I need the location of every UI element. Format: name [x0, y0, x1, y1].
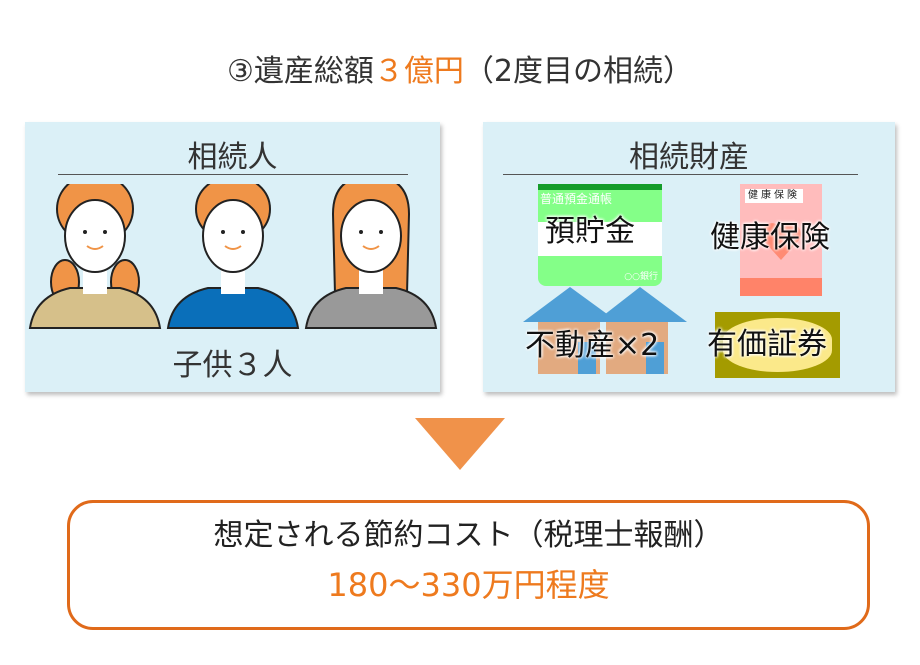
down-arrow-icon — [415, 418, 505, 470]
heart-icon — [761, 223, 801, 260]
divider — [503, 174, 858, 175]
heirs-title: 相続人 — [187, 140, 278, 175]
result-value: 180〜330万円程度 — [327, 566, 610, 604]
bankbook-bank: ○○銀行 — [624, 272, 658, 282]
assets-panel: 相続財産 普通預金通帳 ○○銀行 預貯金 健康保険 健康保険 不動産×2 有価証… — [483, 122, 895, 392]
asset-savings: 預貯金 — [545, 214, 635, 249]
child-girl-pigtails-icon — [28, 184, 162, 329]
houses-icon — [523, 287, 687, 374]
title-suffix: （2度目の相続） — [463, 54, 693, 89]
title-prefix: ③遺産総額 — [227, 54, 374, 89]
assets-title: 相続財産 — [629, 140, 749, 175]
child-boy-icon — [166, 184, 300, 329]
securities-certificate-icon — [715, 312, 840, 378]
asset-securities: 有価証券 — [707, 327, 827, 362]
result-label: 想定される節約コスト（税理士報酬） — [213, 518, 724, 553]
heirs-caption: 子供３人 — [172, 348, 293, 383]
insurance-header: 健康保険 — [745, 189, 803, 203]
heirs-panel: 相続人 子供３人 — [25, 122, 440, 392]
bankbook-header: 普通預金通帳 — [540, 192, 613, 206]
child-girl-longhair-icon — [304, 184, 438, 329]
asset-health-insurance: 健康保険 — [710, 220, 830, 255]
title-amount: ３億円 — [373, 54, 464, 89]
asset-real-estate: 不動産×2 — [525, 328, 660, 363]
divider — [58, 174, 408, 175]
bankbook-icon: 普通預金通帳 ○○銀行 — [538, 184, 662, 286]
page-title: ③遺産総額３億円（2度目の相続） — [0, 46, 920, 90]
result-box: 想定される節約コスト（税理士報酬） 180〜330万円程度 — [67, 500, 870, 630]
children-illustration — [28, 184, 438, 329]
insurance-card-icon: 健康保険 — [740, 184, 822, 296]
